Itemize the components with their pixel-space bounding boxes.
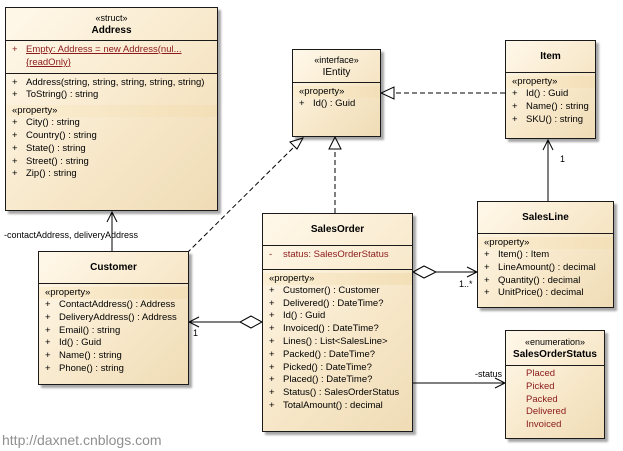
salesorder-class[interactable]: SalesOrder -status: SalesOrderStatus «pr… (262, 213, 413, 432)
customer-name: Customer (90, 262, 137, 273)
salesorder-fields: -status: SalesOrderStatus (263, 245, 412, 269)
status-literal: Delivered (526, 406, 567, 418)
item-header: Item (506, 41, 595, 72)
status-role-label: -status (475, 369, 503, 379)
address-field-readonly: {readOnly} (26, 56, 71, 68)
item-class[interactable]: Item «property» +Id() : Guid +Name() : s… (505, 40, 596, 139)
salesline-class[interactable]: SalesLine «property» +Item() : Item +Lin… (477, 201, 614, 308)
salesline-name: SalesLine (522, 212, 569, 223)
customer-address-role-label: -contactAddress, deliveryAddress (4, 230, 139, 240)
ientity-name: IEntity (322, 67, 351, 78)
address-property: +Country() : string (12, 129, 97, 141)
ientity-property-label: «property» (293, 86, 380, 98)
customer-property: +Id() : Guid (45, 337, 102, 349)
address-property: +Zip() : string (12, 168, 77, 180)
address-method: +ToString() : string (12, 89, 99, 101)
salesorder-property: +Placed() : DateTime? (269, 374, 373, 386)
item-properties: «property» +Id() : Guid +Name() : string… (506, 72, 595, 126)
customer-property: +Email() : string (45, 324, 121, 336)
item-property: +Id() : Guid (512, 88, 569, 99)
customer-ientity-realization (186, 142, 299, 254)
salesorder-name: SalesOrder (310, 224, 365, 235)
address-arrowhead (106, 210, 118, 223)
salesline-header: SalesLine (478, 202, 613, 233)
ientity-properties: «property» +Id() : Guid (293, 82, 380, 111)
salesorder-property: +Status() : SalesOrderStatus (269, 387, 400, 399)
salesline-properties: «property» +Item() : Item +LineAmount() … (478, 233, 613, 300)
salesline-property: +LineAmount() : decimal (484, 261, 596, 273)
address-property: +Street() : string (12, 155, 89, 167)
salesorder-aggregation-diamond (411, 265, 438, 279)
salesorder-property: +Id() : Guid (269, 310, 326, 322)
status-name: SalesOrderStatus (513, 349, 597, 360)
salesorder-property: +Picked() : DateTime? (269, 361, 372, 373)
address-property-label: «property» (6, 105, 217, 118)
customer-property: +Phone() : string (45, 362, 124, 374)
status-stereotype: «enumeration» (524, 337, 586, 347)
item-arrowhead (542, 138, 554, 151)
customer-property: +DeliveryAddress() : Address (45, 311, 177, 323)
ientity-realization-head-2 (328, 135, 342, 150)
customer-properties: «property» +ContactAddress() : Address +… (39, 283, 188, 376)
salesorder-property: +Delivered() : DateTime? (269, 297, 384, 309)
salesline-property-label: «property» (478, 237, 613, 249)
salesorder-property-label: «property» (263, 272, 412, 285)
salesorder-property: +Customer() : Customer (269, 284, 380, 296)
address-stereotype: «struct» (95, 13, 128, 23)
address-property: +State() : string (12, 142, 86, 154)
item-property-label: «property» (506, 76, 595, 88)
status-literal: Invoiced (526, 419, 562, 431)
salesorder-property: +Packed() : DateTime? (269, 348, 376, 360)
address-method: +Address(string, string, string, string,… (12, 76, 205, 88)
item-multiplicity-label: 1 (560, 154, 566, 164)
customer-arrowhead (187, 316, 200, 328)
status-literal: Placed (526, 368, 556, 379)
salesorder-properties: «property» +Customer() : Customer +Deliv… (263, 268, 412, 413)
status-header: «enumeration» SalesOrderStatus (506, 331, 604, 365)
customer-multiplicity-label: 1 (193, 328, 199, 338)
status-literal: Picked (526, 380, 555, 392)
address-class[interactable]: «struct» Address +Empty: Address = new A… (5, 7, 218, 211)
salesorder-property: +TotalAmount() : decimal (269, 399, 383, 411)
ientity-realization-head-3 (379, 86, 395, 100)
ientity-interface[interactable]: «interface» IEntity «property» +Id() : G… (292, 49, 381, 137)
address-header: «struct» Address (6, 8, 217, 40)
item-property: +Name() : string (512, 100, 589, 112)
salesline-property: +Item() : Item (484, 249, 550, 260)
customer-property: +Name() : string (45, 350, 122, 362)
salesorder-property: +Invoiced() : DateTime? (269, 323, 379, 335)
address-property: +City() : string (12, 117, 80, 129)
item-property: +SKU() : string (512, 113, 584, 125)
ientity-realization-head-1 (289, 137, 305, 150)
address-field-empty: +Empty: Address = new Address(nul... (12, 44, 182, 55)
customer-aggregation-diamond (238, 315, 264, 329)
customer-property: +ContactAddress() : Address (45, 299, 176, 310)
salesline-property: +Quantity() : decimal (484, 274, 581, 286)
address-name: Address (91, 25, 132, 36)
salesorder-property: +Lines() : List<SalesLine> (269, 335, 388, 347)
address-methods: +Address(string, string, string, string,… (6, 72, 217, 182)
status-literal: Packed (526, 393, 558, 405)
address-fields: +Empty: Address = new Address(nul... {re… (6, 40, 217, 73)
customer-class[interactable]: Customer «property» +ContactAddress() : … (38, 251, 189, 385)
status-literals: Placed Picked Packed Delivered Invoiced (506, 365, 604, 432)
salesorder-field-status: -status: SalesOrderStatus (269, 249, 389, 260)
ientity-stereotype: «interface» (314, 55, 359, 65)
customer-header: Customer (39, 252, 188, 283)
ientity-property: +Id() : Guid (299, 98, 356, 109)
salesorderstatus-enum[interactable]: «enumeration» SalesOrderStatus Placed Pi… (505, 330, 605, 439)
salesorder-header: SalesOrder (263, 214, 412, 245)
ientity-header: «interface» IEntity (293, 50, 380, 82)
item-name: Item (540, 51, 561, 62)
salesline-property: +UnitPrice() : decimal (484, 287, 584, 299)
customer-property-label: «property» (39, 287, 188, 299)
watermark: http://daxnet.cnblogs.com (2, 432, 162, 448)
salesline-multiplicity-label: 1..* (459, 279, 473, 289)
